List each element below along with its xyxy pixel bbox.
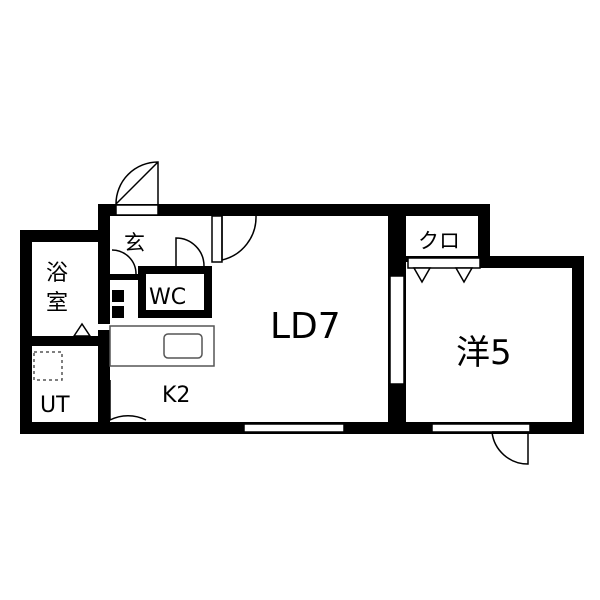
entrance-inner-swing — [111, 249, 137, 275]
entrance-step-detail — [112, 290, 124, 302]
openings — [115, 204, 531, 433]
label-closet: クロ — [418, 229, 460, 253]
washing-machine — [33, 351, 63, 381]
wall-bath-divider — [32, 336, 98, 346]
wall-wc-bottom — [138, 310, 212, 318]
closet-markers — [412, 267, 474, 284]
wall-right — [572, 256, 584, 434]
closet-doors — [407, 257, 481, 269]
wall-bath-bottom — [20, 422, 110, 434]
label-wc: WC — [149, 285, 186, 310]
wall-bath-top — [20, 230, 110, 242]
window-ld-bottom — [243, 423, 345, 433]
wall-left-upper — [98, 204, 110, 324]
closet-marker-right — [454, 267, 474, 284]
doors — [109, 161, 529, 465]
label-bath-2: 室 — [46, 291, 68, 316]
label-kitchen: K2 — [162, 383, 190, 408]
bath-vent — [72, 322, 92, 337]
window-western-bottom — [431, 423, 531, 433]
wall-wc-left — [138, 266, 146, 318]
ld-door-swing — [221, 215, 257, 261]
wc-door-swing — [175, 237, 205, 267]
partition-sliding-door — [389, 275, 405, 385]
label-entrance: 玄 — [124, 231, 145, 255]
wall-right-western-top — [478, 256, 584, 268]
kitchen-door-swing — [109, 380, 147, 422]
wall-bath-right-lower — [98, 330, 110, 434]
entrance-step-detail-2 — [112, 306, 124, 318]
fixtures — [33, 290, 215, 381]
label-ld: LD7 — [270, 306, 341, 347]
entrance-door-swing — [115, 161, 159, 205]
label-utility: UT — [40, 393, 70, 418]
label-western: 洋5 — [456, 333, 512, 373]
wall-entrance-step — [110, 274, 138, 280]
wall-bath-left — [20, 230, 32, 434]
wall-right-closet — [478, 204, 490, 266]
ld-door-frame — [211, 215, 223, 263]
label-bath-1: 浴 — [46, 261, 68, 286]
balcony-door-swing — [491, 431, 529, 465]
room-labels: LD7 洋5 クロ 玄 WC 浴 室 UT K2 — [40, 229, 512, 418]
closet-marker-left — [412, 267, 432, 284]
entrance-door-gap — [115, 204, 159, 216]
wall-wc-top — [138, 266, 212, 274]
kitchen-sink — [163, 333, 203, 359]
wall-wc-right — [204, 266, 212, 318]
